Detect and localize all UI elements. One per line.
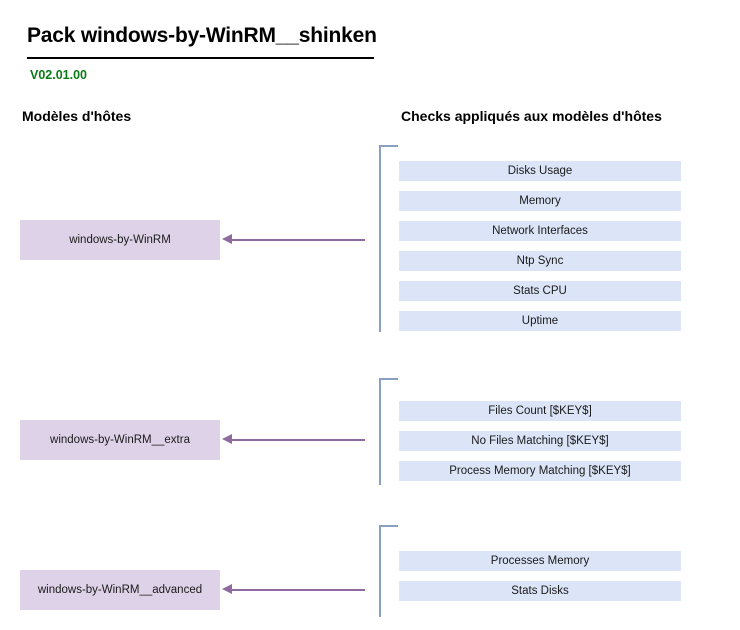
check-label: Process Memory Matching [$KEY$] <box>449 465 631 477</box>
host-template-label: windows-by-WinRM <box>69 234 171 246</box>
arrow-shaft <box>230 439 365 441</box>
group-bracket <box>379 145 400 332</box>
arrow-head-icon <box>222 584 232 594</box>
check-box[interactable]: Stats CPU <box>399 281 681 301</box>
arrow-shaft <box>230 589 365 591</box>
group-bracket <box>379 378 400 485</box>
check-label: Files Count [$KEY$] <box>488 405 592 417</box>
check-label: Stats CPU <box>513 285 567 297</box>
bracket-horizontal-stub <box>379 378 398 380</box>
check-box[interactable]: Disks Usage <box>399 161 681 181</box>
check-label: Ntp Sync <box>516 255 564 267</box>
pack-version-badge: V02.01.00 <box>30 68 87 82</box>
bracket-horizontal-stub <box>379 145 398 147</box>
check-box[interactable]: Stats Disks <box>399 581 681 601</box>
link-arrow-icon <box>222 234 365 245</box>
host-template-box[interactable]: windows-by-WinRM__extra <box>20 420 220 460</box>
host-template-box[interactable]: windows-by-WinRM <box>20 220 220 260</box>
check-box[interactable]: Network Interfaces <box>399 221 681 241</box>
bracket-horizontal-stub <box>379 525 398 527</box>
check-label: Stats Disks <box>511 585 569 597</box>
host-template-label: windows-by-WinRM__advanced <box>37 584 203 596</box>
check-box[interactable]: Ntp Sync <box>399 251 681 271</box>
check-label: Uptime <box>521 315 559 327</box>
arrow-head-icon <box>222 234 232 244</box>
check-box[interactable]: Processes Memory <box>399 551 681 571</box>
check-box[interactable]: Process Memory Matching [$KEY$] <box>399 461 681 481</box>
link-arrow-icon <box>222 584 365 595</box>
bracket-vertical-line <box>379 525 381 617</box>
group-bracket <box>379 525 400 617</box>
column-heading-checks: Checks appliqués aux modèles d'hôtes <box>401 108 662 124</box>
check-label: No Files Matching [$KEY$] <box>471 435 609 447</box>
check-box[interactable]: No Files Matching [$KEY$] <box>399 431 681 451</box>
check-box[interactable]: Memory <box>399 191 681 211</box>
check-label: Disks Usage <box>507 165 573 177</box>
arrow-head-icon <box>222 434 232 444</box>
check-box[interactable]: Files Count [$KEY$] <box>399 401 681 421</box>
check-label: Processes Memory <box>490 555 590 567</box>
check-label: Memory <box>519 195 561 207</box>
bracket-vertical-line <box>379 378 381 485</box>
arrow-shaft <box>230 239 365 241</box>
bracket-vertical-line <box>379 145 381 332</box>
page-title: Pack windows-by-WinRM__shinken <box>27 24 377 47</box>
column-heading-host-templates: Modèles d'hôtes <box>22 108 132 124</box>
host-template-box[interactable]: windows-by-WinRM__advanced <box>20 570 220 610</box>
host-template-label: windows-by-WinRM__extra <box>50 434 190 446</box>
check-box[interactable]: Uptime <box>399 311 681 331</box>
title-divider <box>27 57 374 59</box>
link-arrow-icon <box>222 434 365 445</box>
check-label: Network Interfaces <box>492 225 588 237</box>
